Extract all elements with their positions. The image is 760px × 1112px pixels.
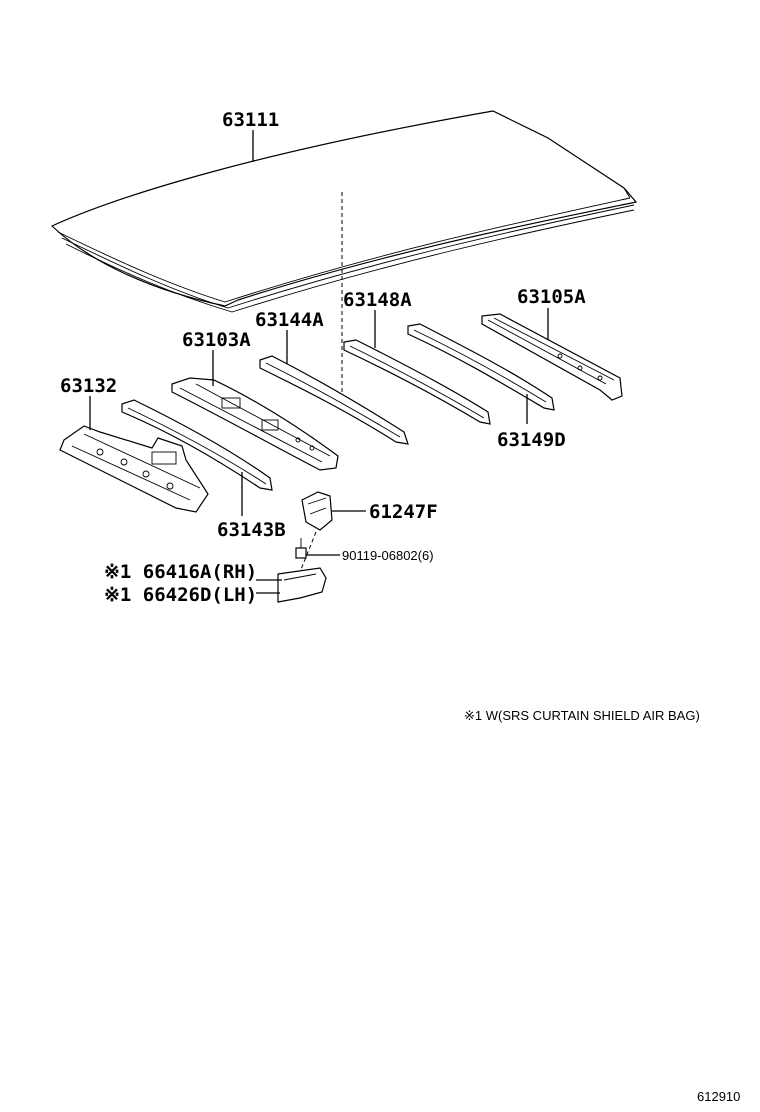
roof-bow-2[interactable] [343, 339, 491, 425]
label-63144A: 63144A [255, 309, 324, 331]
airbag-footnote: ※1 W(SRS CURTAIN SHIELD AIR BAG) [464, 708, 700, 723]
roof-bow-3[interactable] [407, 323, 555, 411]
diagram-code: 612910 [697, 1089, 740, 1104]
roof-bracket[interactable] [301, 491, 333, 531]
front-roof-panel[interactable] [59, 425, 209, 513]
label-61247F: 61247F [369, 501, 438, 523]
rear-header[interactable] [481, 313, 623, 401]
roof-panel[interactable] [50, 110, 638, 313]
roof-bow-front[interactable] [121, 399, 273, 491]
label-63103A: 63103A [182, 329, 251, 351]
label-66426D: ※1 66426D(LH) [104, 584, 257, 606]
front-header[interactable] [171, 377, 339, 471]
roof-bow-1[interactable] [259, 355, 409, 445]
label-63105A: 63105A [517, 286, 586, 308]
label-63132: 63132 [60, 375, 117, 397]
label-63111: 63111 [222, 109, 279, 131]
bolt[interactable] [295, 538, 307, 559]
label-63149D: 63149D [497, 429, 566, 451]
label-63143B: 63143B [217, 519, 286, 541]
bolt-reference-line [299, 531, 317, 573]
label-90119-06802: 90119-06802(6) [342, 548, 434, 563]
label-63148A: 63148A [343, 289, 412, 311]
label-66416A: ※1 66416A(RH) [104, 561, 257, 583]
airbag-bracket[interactable] [277, 567, 327, 603]
